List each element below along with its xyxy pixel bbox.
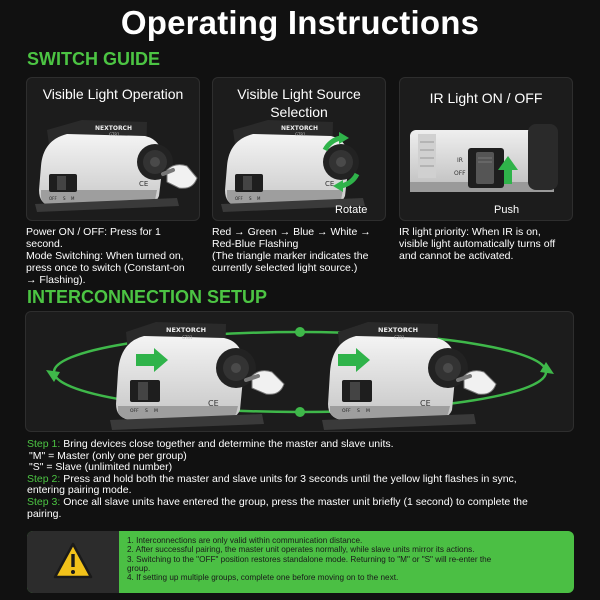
switch-label-off: OFF	[454, 170, 466, 177]
svg-text:CE: CE	[420, 399, 431, 408]
notice-box: 1. Interconnections are only valid withi…	[27, 531, 574, 593]
svg-text:CE: CE	[208, 399, 219, 408]
rotate-arrow-icon	[322, 132, 360, 192]
notice-item: 3. Switching to the "OFF" position resto…	[127, 554, 492, 564]
svg-text:S: S	[145, 408, 148, 414]
paired-devices-illustration: OFF S M NEXTORCH GT81 CE OFF S M NEXTORC…	[46, 322, 554, 430]
notice-list: 1. Interconnections are only valid withi…	[127, 536, 567, 582]
card-3-description: IR light priority: When IR is on, visibl…	[399, 226, 556, 262]
setup-steps: Step 1: Bring devices close together and…	[27, 438, 575, 520]
hand-icon	[251, 370, 285, 395]
step-1: Step 1: Bring devices close together and…	[27, 438, 394, 450]
notice-item: 1. Interconnections are only valid withi…	[127, 536, 363, 545]
switch-guide-heading: SWITCH GUIDE	[27, 49, 160, 69]
arrow-right-icon	[338, 348, 370, 372]
card-2-description: Red → Green → Blue → White → Red-Blue Fl…	[212, 226, 371, 274]
push-label: Push	[494, 204, 519, 216]
svg-text:GT81: GT81	[394, 335, 405, 340]
switch-label-ir: IR	[457, 157, 463, 164]
interconnection-illustration: OFF S M NEXTORCH GT81 CE OFF S M NEXTORC…	[25, 311, 574, 432]
step-2: Step 2: Press and hold both the master a…	[27, 472, 517, 485]
switch-label-m: M	[71, 196, 75, 201]
card-1-description: Power ON / OFF: Press for 1 second. Mode…	[26, 226, 185, 286]
card-title: Visible Light Operation	[42, 86, 184, 102]
rotate-label: Rotate	[335, 204, 367, 216]
model-text: GT81	[109, 132, 120, 137]
card-title: IR Light ON / OFF	[429, 90, 543, 106]
card-visible-light-source-selection: Visible Light Source Selection OFF S M N…	[212, 77, 386, 221]
card-title-line-2: Selection	[270, 104, 328, 120]
card-ir-light: IR Light ON / OFF IR OFF Push	[399, 77, 573, 221]
brand-text: NEXTORCH	[95, 125, 132, 132]
svg-text:OFF: OFF	[130, 408, 139, 414]
arrow-right-icon	[136, 348, 168, 372]
switch-label-m: M	[257, 196, 261, 201]
svg-text:NEXTORCH: NEXTORCH	[378, 326, 418, 334]
switch-label-off: OFF	[235, 196, 243, 201]
device-press-illustration: OFF S M NEXTORCH GT81 CE	[35, 120, 198, 212]
notice-item: 4. If setting up multiple groups, comple…	[127, 573, 399, 583]
svg-text:M: M	[366, 408, 370, 414]
card-visible-light-operation: Visible Light Operation OFF S M NEXTORCH…	[26, 77, 200, 221]
step-3: Step 3: Once all slave units have entere…	[27, 495, 528, 508]
notice-item: group.	[127, 563, 151, 573]
device-rotate-illustration: OFF S M NEXTORCH GT81 CE Rotate	[221, 120, 367, 216]
model-text: GT81	[295, 132, 306, 137]
svg-text:CE: CE	[139, 180, 148, 188]
svg-text:S: S	[357, 408, 360, 414]
svg-text:GT81: GT81	[182, 335, 193, 340]
switch-label-off: OFF	[49, 196, 57, 201]
hand-icon	[463, 370, 497, 395]
warning-icon	[53, 542, 93, 579]
switch-label-s: S	[249, 196, 252, 201]
push-arrow-icon	[498, 156, 518, 184]
svg-text:M: M	[154, 408, 158, 414]
device-ir-switch-illustration: IR OFF Push	[410, 124, 558, 216]
brand-text: NEXTORCH	[281, 125, 318, 132]
svg-text:OFF: OFF	[342, 408, 351, 414]
notice-item: 2. After successful pairing, the master …	[127, 545, 475, 555]
switch-label-s: S	[63, 196, 66, 201]
card-title-line-1: Visible Light Source	[237, 86, 361, 102]
device-master: OFF S M NEXTORCH GT81 CE	[110, 322, 285, 430]
device-slave: OFF S M NEXTORCH GT81 CE	[322, 322, 497, 430]
svg-text:NEXTORCH: NEXTORCH	[166, 326, 206, 334]
svg-text:CE: CE	[325, 180, 334, 188]
interconnection-heading: INTERCONNECTION SETUP	[27, 287, 268, 307]
page-title: Operating Instructions	[120, 4, 480, 41]
